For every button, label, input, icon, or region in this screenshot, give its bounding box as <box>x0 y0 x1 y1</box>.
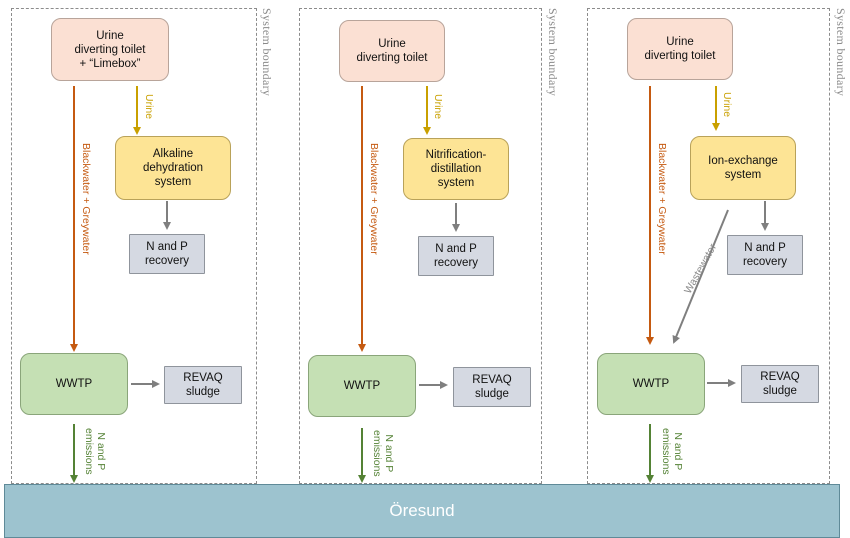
system-boundary-2 <box>299 8 542 484</box>
emissions-label-3: N and P emissions <box>660 428 684 475</box>
process-box-1: Alkaline dehydration system <box>115 136 231 200</box>
emissions-label-2: N and P emissions <box>371 430 395 477</box>
system-boundary-3 <box>587 8 830 484</box>
recovery-box-2: N and P recovery <box>418 236 494 276</box>
oresund-sea: Öresund <box>4 484 840 538</box>
wwtp-box-2: WWTP <box>308 355 416 417</box>
sea-label: Öresund <box>389 501 455 520</box>
wwtp-box-1: WWTP <box>20 353 128 415</box>
toilet-box-2: Urine diverting toilet <box>339 20 445 82</box>
sludge-box-2: REVAQ sludge <box>453 367 531 407</box>
process-box-3: Ion-exchange system <box>690 136 796 200</box>
recovery-box-1: N and P recovery <box>129 234 205 274</box>
blackwater-label-3: Blackwater + Greywater <box>656 143 668 255</box>
recovery-box-3: N and P recovery <box>727 235 803 275</box>
urine-label-1: Urine <box>143 94 155 120</box>
toilet-box-1: Urine diverting toilet + “Limebox” <box>51 18 169 81</box>
urine-label-3: Urine <box>721 92 733 118</box>
wwtp-box-3: WWTP <box>597 353 705 415</box>
toilet-box-3: Urine diverting toilet <box>627 18 733 80</box>
wastewater-arrow-3 <box>672 209 729 344</box>
emissions-label-1: N and P emissions <box>83 428 107 475</box>
blackwater-label-2: Blackwater + Greywater <box>368 143 380 255</box>
blackwater-label-1: Blackwater + Greywater <box>80 143 92 255</box>
urine-label-2: Urine <box>432 94 444 120</box>
sludge-box-1: REVAQ sludge <box>164 366 242 404</box>
process-box-2: Nitrification- distillation system <box>403 138 509 200</box>
system-boundary-1 <box>11 8 257 484</box>
sludge-box-3: REVAQ sludge <box>741 365 819 403</box>
